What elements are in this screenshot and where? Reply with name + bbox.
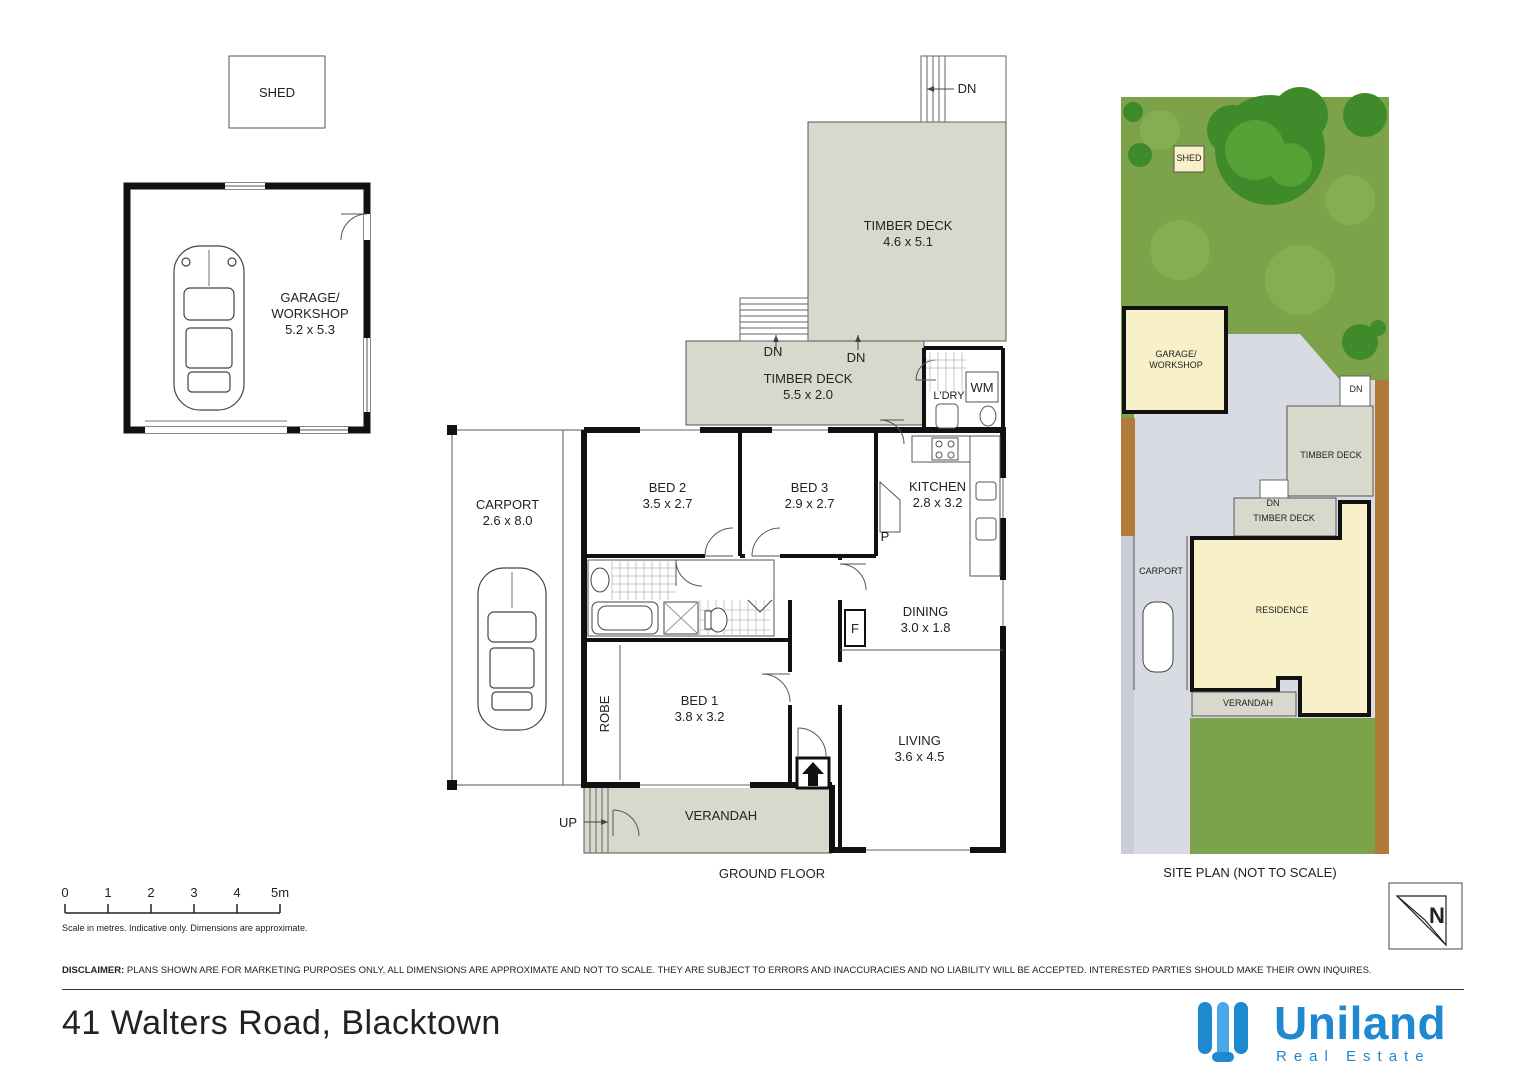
stairs-down-label: DN [763,344,783,359]
compass-north-label: N [1429,903,1445,928]
site-timber-deck-upper: TIMBER DECK [1300,450,1362,460]
site-plan-caption: SITE PLAN (NOT TO SCALE) [1163,865,1337,880]
disclaimer: DISCLAIMER: PLANS SHOWN ARE FOR MARKETIN… [62,965,1464,976]
kitchen-name: KITCHEN [908,479,967,494]
stairs-down-label: DN [957,81,977,96]
divider [62,989,1464,990]
site-residence-label: RESIDENCE [1255,605,1309,615]
laundry-label: L'DRY [933,390,965,402]
bed3-dims: 2.9 x 2.7 [784,496,835,511]
dining-name: DINING [902,604,949,619]
bed2-name: BED 2 [648,480,687,495]
bed1-dims: 3.8 x 3.2 [674,709,725,724]
brand-tagline: Real Estate [1276,1048,1431,1065]
bathroom [587,559,775,637]
kitchen-dims: 2.8 x 3.2 [912,495,963,510]
robe-label: ROBE [597,695,612,733]
washing-machine-label: WM [970,380,994,395]
shed-outline [228,55,326,129]
bed1-name: BED 1 [680,693,719,708]
uniland-logo-icon [1198,1002,1248,1062]
carport-dims: 2.6 x 8.0 [482,513,533,528]
timber-deck-lower-dims: 5.5 x 2.0 [783,387,833,402]
carport-outline [447,425,584,790]
dining-dims: 3.0 x 1.8 [900,620,951,635]
scale-tick-label: 1 [104,885,112,900]
bed2-dims: 3.5 x 2.7 [642,496,693,511]
door-swings [675,359,937,757]
scale-tick-label: 4 [233,885,241,900]
shed-label: SHED [258,85,296,100]
pantry-label: P [880,529,890,544]
site-stairs-down-label: DN [1349,384,1363,394]
garage-car [173,245,245,411]
garage-walls [123,182,371,434]
windows [640,427,1006,853]
disclaimer-heading: DISCLAIMER: [62,965,125,976]
stairs-down-label: DN [846,350,866,365]
living-dims: 3.6 x 4.5 [894,749,945,764]
site-stairs-down-label: DN [1266,498,1280,508]
deck-lower [685,297,925,426]
brand-name: Uniland [1274,997,1447,1049]
carport-name: CARPORT [475,497,540,512]
site-shed-label: SHED [1176,153,1202,163]
scale-note: Scale in metres. Indicative only. Dimens… [62,923,308,933]
scale-tick-label: 5m [270,885,290,900]
timber-deck-lower-name: TIMBER DECK [763,371,853,386]
timber-deck-upper-name: TIMBER DECK [863,218,953,233]
property-address: 41 Walters Road, Blacktown [62,1004,501,1042]
stairs-up-label: UP [558,815,578,830]
scale-tick-label: 3 [190,885,198,900]
fireplace-box [844,609,866,647]
verandah-floor [583,784,833,854]
verandah-label: VERANDAH [684,808,758,823]
garage-name: GARAGE/ WORKSHOP [271,290,349,321]
site-carport-label: CARPORT [1139,566,1183,576]
floor-label: GROUND FLOOR [718,866,826,881]
disclaimer-text: PLANS SHOWN ARE FOR MARKETING PURPOSES O… [126,965,1372,976]
entry-arrow [795,756,831,790]
carport-car [477,567,547,731]
site-garage-label: GARAGE/ WORKSHOP [1149,349,1203,370]
laundry-fittings [926,352,999,429]
kitchen-fittings [879,435,1001,577]
garage-dims: 5.2 x 5.3 [285,322,335,337]
scale-bar-graphic [64,904,281,914]
fireplace-label: F [851,621,859,636]
living-name: LIVING [898,733,941,748]
site-verandah-label: VERANDAH [1222,698,1273,708]
deck-upper [807,55,1007,342]
compass-icon [1388,882,1463,950]
site-plan-graphic [1121,87,1389,854]
timber-deck-upper-dims: 4.6 x 5.1 [883,234,933,249]
scale-tick-label: 2 [147,885,155,900]
bed3-name: BED 3 [790,480,829,495]
site-timber-deck-lower: TIMBER DECK [1253,513,1315,523]
scale-tick-label: 0 [61,885,69,900]
